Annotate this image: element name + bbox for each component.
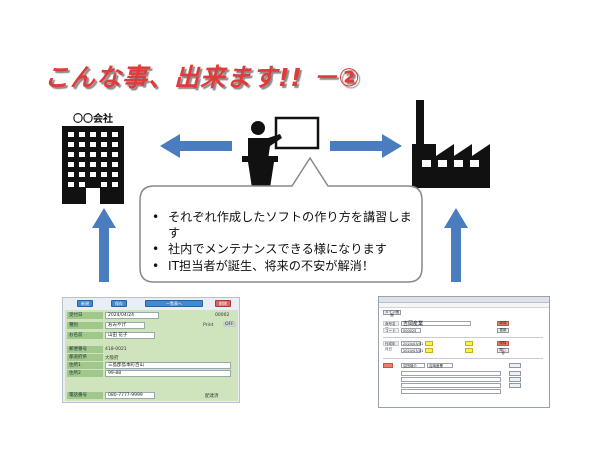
highlight-cell <box>465 348 473 353</box>
field-label: 住所1 <box>67 362 103 369</box>
detail-row <box>401 371 501 376</box>
status-text: 配達済 <box>205 394 219 399</box>
window-titlebar <box>379 297 549 303</box>
benefit-item: 社内でメンテナンスできる様になります <box>150 242 420 258</box>
form-panel: 受付日 2024/04/24 00002 種別 おみやげ Print OFF お… <box>65 310 238 401</box>
update-button: 更新 <box>497 328 509 333</box>
save-button: 保存 <box>111 300 127 307</box>
field-label: 都道府県 <box>67 354 103 361</box>
close-button: 閉じる <box>497 348 509 355</box>
delete-button: 削除 <box>497 341 509 346</box>
field-value: 080-7777-9999 <box>105 392 155 399</box>
highlight-cell <box>425 348 433 353</box>
line-item: 吉岡産業 <box>427 363 453 368</box>
arrow-up-left <box>92 208 116 282</box>
row-marker <box>383 363 393 368</box>
print-label: Print <box>203 323 214 328</box>
row-button <box>509 383 521 388</box>
arrow-to-factory <box>330 134 402 158</box>
divider <box>383 358 543 359</box>
list-button: 一覧表へ <box>145 300 203 307</box>
arrow-up-right <box>444 208 468 282</box>
address-bar <box>379 303 549 308</box>
company-name: 吉岡産業 <box>401 321 471 327</box>
row-button <box>509 377 521 382</box>
record-number: 00002 <box>215 313 230 318</box>
company-label: 〇〇会社 <box>58 114 128 126</box>
field-label: 種別 <box>67 322 103 329</box>
print-toggle: OFF <box>223 322 236 327</box>
new-button: 新規 <box>77 300 93 307</box>
benefit-item: それぞれ作成したソフトの作り方を講習します <box>150 210 420 241</box>
presenter-icon <box>242 116 322 190</box>
arrow-to-company <box>160 134 232 158</box>
row-button <box>509 363 521 368</box>
field-label: コード <box>383 328 399 333</box>
order-form-screenshot: 新規 保存 一覧表へ 削除 受付日 2024/04/24 00002 種別 おみ… <box>62 297 240 403</box>
field-value: 三島郡島本町百山 <box>105 362 231 369</box>
field-label: お名前 <box>67 332 103 339</box>
field-label: 商号名称 <box>383 321 399 331</box>
created-date: 2024/03/01 <box>401 341 424 346</box>
field-value: 99-88 <box>105 370 231 377</box>
detail-row <box>401 377 501 382</box>
divider <box>383 337 543 338</box>
field-label: 作成年月日 <box>383 341 399 351</box>
row-button <box>509 371 521 376</box>
highlight-cell <box>425 341 433 346</box>
client-form-screenshot: メイン画面 商号名称 吉岡産業 コード 000025 新規 更新 作成年月日 2… <box>378 296 550 408</box>
slide-title: こんな事、出来ます!! －② <box>44 63 361 92</box>
benefit-list: それぞれ作成したソフトの作り方を講習します 社内でメンテナンスできる様になります… <box>150 210 420 275</box>
field-value: 2024/04/24 <box>105 312 159 319</box>
detail-row <box>401 383 501 388</box>
highlight-cell <box>465 341 473 346</box>
delete-button: 削除 <box>215 300 231 307</box>
factory-icon <box>410 100 492 190</box>
company-building-icon: 〇〇会社 <box>58 114 128 204</box>
field-label: 住所2 <box>67 370 103 377</box>
contact-name: 沼田雄介 <box>401 363 425 368</box>
detail-row <box>401 389 501 394</box>
field-value: 山田 花子 <box>105 332 155 339</box>
main-menu-button: メイン画面 <box>383 310 401 317</box>
field-label: 受付日 <box>67 312 103 319</box>
field-label: 郵便番号 <box>67 346 103 353</box>
field-value: 418-0021 <box>105 347 127 352</box>
field-value: おみやげ <box>105 322 145 329</box>
benefit-item: IT担当者が誕生、将来の不安が解消！ <box>150 259 420 275</box>
updated-date: 2024/03/01 <box>401 348 424 353</box>
field-value: 大阪府 <box>105 356 119 361</box>
company-code: 000025 <box>401 328 421 333</box>
field-label: 電話番号 <box>67 392 103 399</box>
new-button: 新規 <box>497 321 509 326</box>
